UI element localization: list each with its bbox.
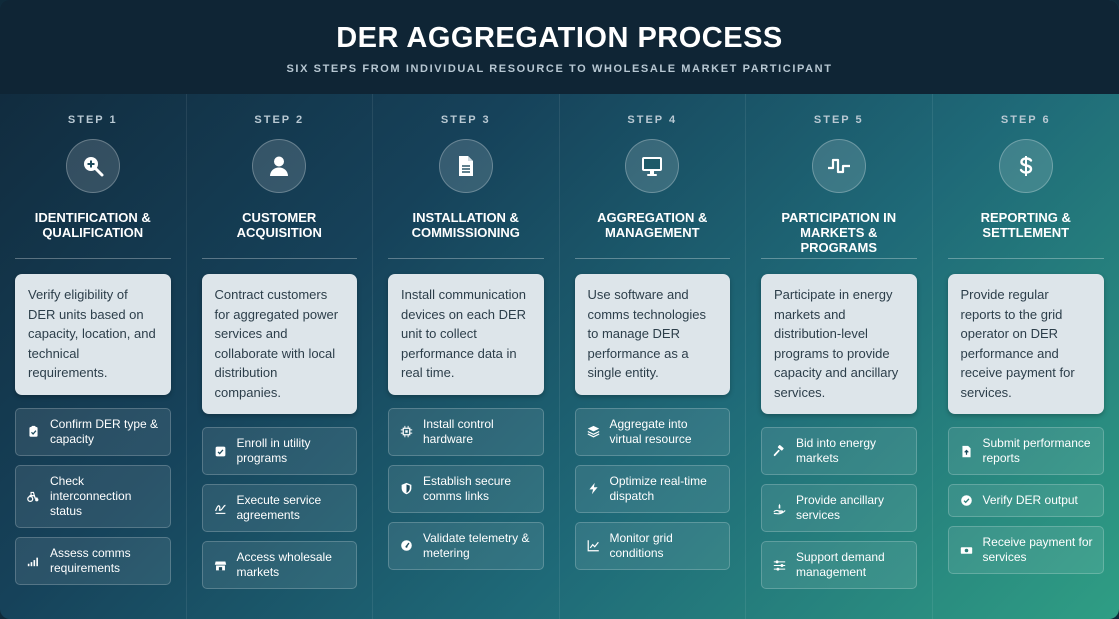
list-item: Receive payment for services [947,526,1104,574]
list-item: Optimize real-time dispatch [574,464,730,513]
list-item-label: Verify DER output [982,493,1078,507]
bolt-icon [586,481,601,496]
step-description: Verify eligibility of DER units based on… [15,274,171,395]
list-item-label: Monitor grid conditions [609,530,673,560]
list-item-label: Validate telemetry & metering [423,530,530,560]
user-icon [252,139,307,193]
list-item: Install control hardware [388,407,544,456]
layers-icon [586,424,601,439]
list-item-label: Install control hardware [423,416,494,446]
list-item-label: Aggregate into virtual resource [609,416,692,446]
money-bill-icon [959,543,974,558]
header: DER AGGREGATION PROCESS SIX STEPS FROM I… [0,0,1119,94]
list-item: Aggregate into virtual resource [574,407,730,456]
pulse-wave-icon [811,139,866,193]
file-upload-icon [959,444,974,459]
step-description: Contract customers for aggregated power … [201,274,357,414]
step-description: Use software and comms technologies to m… [574,274,730,395]
list-item-label: Confirm DER type & capacity [50,416,159,446]
list-item-label: Submit performance reports [982,436,1091,465]
check-square-icon [213,444,228,459]
tractor-icon [26,489,41,504]
list-item: Provide ancillary services [761,484,917,532]
steps-row: STEP 1 IDENTIFICATION & QUALIFICATION Ve… [0,94,1119,619]
list-item: Check interconnection status [15,464,171,528]
chip-icon [399,424,414,439]
divider [761,258,917,259]
step-title: REPORTING & SETTLEMENT [980,210,1071,240]
step-description: Install communication devices on each DE… [388,274,544,395]
step-title: INSTALLATION & COMMISSIONING [411,210,520,240]
list-item-label: Optimize real-time dispatch [609,473,707,503]
page-subtitle: SIX STEPS FROM INDIVIDUAL RESOURCE TO WH… [286,63,833,75]
search-plus-icon [65,139,120,193]
step-description: Provide regular reports to the grid oper… [947,274,1104,414]
page-title: DER AGGREGATION PROCESS [336,22,783,54]
divider [201,258,357,259]
list-item: Bid into energy markets [761,427,917,475]
gavel-icon [772,444,787,459]
sliders-icon [772,558,787,573]
divider [574,258,730,259]
list-item-label: Support demand management [796,550,885,579]
list-item-label: Bid into energy markets [796,436,877,465]
step-column-3: STEP 3 INSTALLATION & COMMISSIONING Inst… [373,94,560,619]
list-item: Execute service agreements [201,484,357,532]
list-item-label: Establish secure comms links [423,473,512,503]
step-column-2: STEP 2 CUSTOMER ACQUISITION Contract cus… [187,94,373,619]
list-item-label: Execute service agreements [236,493,322,522]
list-item: Enroll in utility programs [201,427,357,475]
list-item: Submit performance reports [947,427,1104,475]
step-label: STEP 2 [254,114,305,126]
monitor-icon [625,139,680,193]
step-column-1: STEP 1 IDENTIFICATION & QUALIFICATION Ve… [0,94,187,619]
list-item: Confirm DER type & capacity [15,407,171,456]
signal-bars-icon [26,553,41,568]
list-item-label: Receive payment for services [982,535,1093,564]
list-item-label: Check interconnection status [50,473,132,518]
line-chart-icon [586,538,601,553]
step-label: STEP 3 [440,114,491,126]
shield-icon [399,481,414,496]
list-item-label: Access wholesale markets [236,550,332,579]
step-title: PARTICIPATION IN MARKETS & PROGRAMS [781,210,897,255]
list-item: Access wholesale markets [201,541,357,589]
list-item: Establish secure comms links [388,464,544,513]
step-label: STEP 5 [813,114,864,126]
signature-icon [213,501,228,516]
list-item-label: Assess comms requirements [50,545,131,575]
dollar-icon [998,139,1053,193]
step-title: CUSTOMER ACQUISITION [236,210,322,240]
list-item-label: Provide ancillary services [796,493,885,522]
step-label: STEP 4 [627,114,678,126]
list-item: Monitor grid conditions [574,521,730,570]
store-icon [213,558,228,573]
list-item: Verify DER output [947,484,1104,517]
list-item: Assess comms requirements [15,536,171,585]
list-item: Support demand management [761,541,917,589]
list-item: Validate telemetry & metering [388,521,544,570]
step-label: STEP 1 [67,114,118,126]
step-label: STEP 6 [1000,114,1051,126]
hand-holding-icon [772,501,787,516]
step-description: Participate in energy markets and distri… [761,274,917,414]
step-column-5: STEP 5 PARTICIPATION IN MARKETS & PROGRA… [746,94,933,619]
step-column-6: STEP 6 REPORTING & SETTLEMENT Provide re… [933,94,1119,619]
step-title: IDENTIFICATION & QUALIFICATION [34,210,151,240]
clipboard-check-icon [26,424,41,439]
divider [947,258,1104,259]
check-circle-icon [959,493,974,508]
divider [388,258,544,259]
list-item-label: Enroll in utility programs [236,436,311,465]
gauge-icon [399,538,414,553]
step-title: AGGREGATION & MANAGEMENT [597,210,708,240]
document-icon [438,139,493,193]
divider [15,258,171,259]
step-column-4: STEP 4 AGGREGATION & MANAGEMENT Use soft… [560,94,746,619]
